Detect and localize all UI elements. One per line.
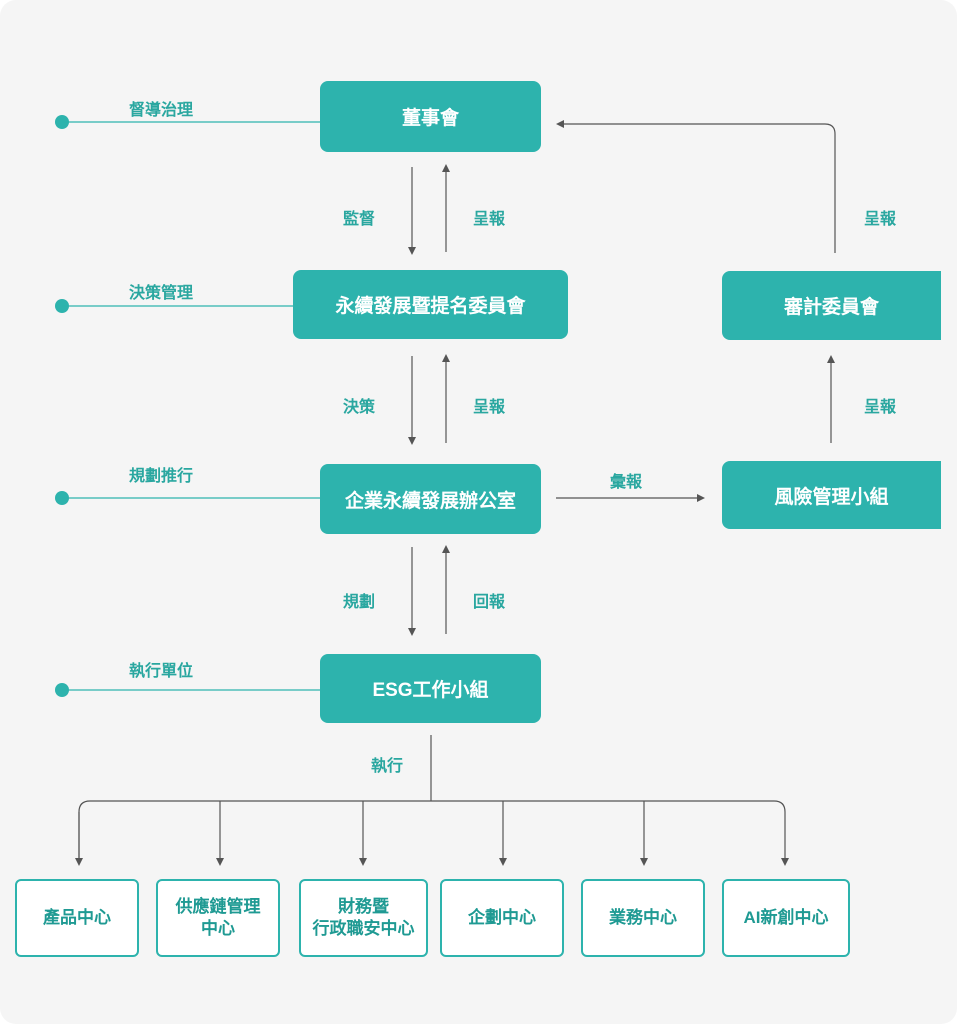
edge-report: 呈報 [473,211,506,228]
level-execution: 執行單位 [129,663,194,680]
edge-execute: 執行 [371,758,404,775]
edge-audit-report: 呈報 [864,211,897,228]
edge-reply: 回報 [473,594,506,611]
level-governance: 督導治理 [129,102,194,119]
edge-risk-report: 呈報 [864,399,897,416]
flow-arrows [75,120,836,866]
node-esg-group: ESG工作小組 [320,654,541,723]
edge-supervise: 監督 [343,211,376,228]
level-decision: 決策管理 [129,285,194,302]
edge-consolidate: 彙報 [610,474,643,491]
node-board: 董事會 [320,81,541,152]
node-sustain-committee: 永續發展暨提名委員會 [293,270,568,339]
dept-business-center: 業務中心 [581,879,705,957]
execute-branch [78,800,789,866]
audit-report-arrow [556,120,836,253]
node-audit-committee: 審計委員會 [722,271,941,340]
dept-supply-chain-center: 供應鏈管理 中心 [156,879,280,957]
level-connectors [55,115,320,697]
dept-finance-admin-center: 財務暨 行政職安中心 [299,879,428,957]
edge-decide: 決策 [343,399,376,416]
dept-planning-center: 企劃中心 [440,879,564,957]
node-esg-office: 企業永續發展辦公室 [320,464,541,534]
edge-plan: 規劃 [343,594,376,611]
level-planning: 規劃推行 [129,468,194,485]
dept-ai-innovation-center: AI新創中心 [722,879,850,957]
dept-product-center: 產品中心 [15,879,139,957]
edge-report: 呈報 [473,399,506,416]
node-risk-group: 風險管理小組 [722,461,941,529]
